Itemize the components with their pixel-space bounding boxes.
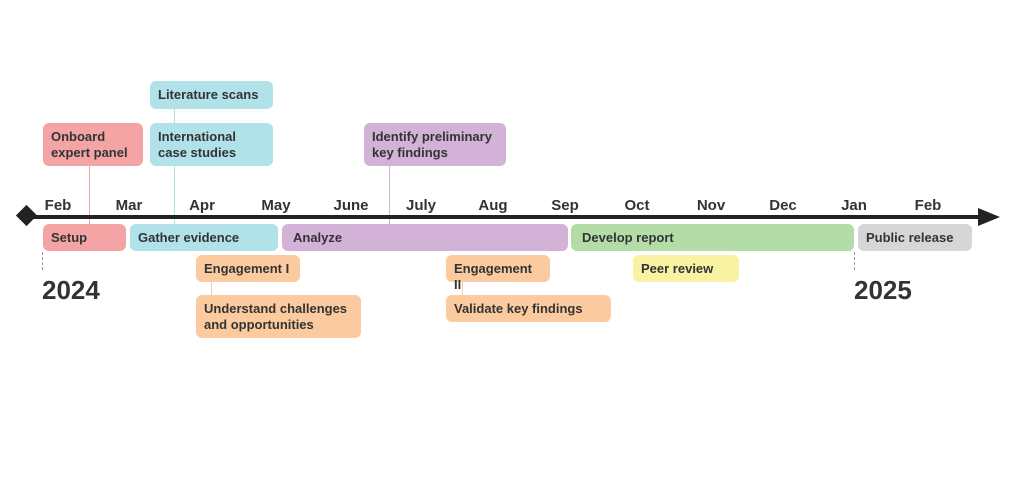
understand-challenges-box: Understand challenges and opportunities <box>196 295 361 338</box>
year-marker-2024 <box>42 252 43 270</box>
connector-identify <box>389 165 390 225</box>
phase-develop-report: Develop report <box>571 224 854 251</box>
year-label-2024: 2024 <box>42 275 100 305</box>
month-label: June <box>333 197 369 214</box>
literature-scans-box: Literature scans <box>150 81 273 109</box>
connector-engagement-2 <box>462 280 463 296</box>
phase-setup: Setup <box>43 224 126 251</box>
month-label: Mar <box>115 197 143 214</box>
month-label: Feb <box>44 197 72 214</box>
month-label: Aug <box>478 197 508 214</box>
month-label: Nov <box>696 197 726 214</box>
year-label-2025: 2025 <box>854 275 912 305</box>
month-label: July <box>405 197 437 214</box>
engagement-2-box: Engagement II <box>446 255 550 292</box>
engagement-1-box: Engagement I <box>196 255 300 282</box>
connector-onboard <box>89 165 90 225</box>
month-label: Dec <box>769 197 797 214</box>
international-case-studies-box: International case studies <box>150 123 273 166</box>
identify-preliminary-findings-box: Identify preliminary key findings <box>364 123 506 166</box>
year-marker-2025 <box>854 252 855 270</box>
connector-case-studies <box>174 108 175 225</box>
month-label: Jan <box>841 197 867 214</box>
onboard-expert-panel-box: Onboard expert panel <box>43 123 143 166</box>
timeline-arrowhead <box>978 208 1000 226</box>
validate-key-findings-box: Validate key findings <box>446 295 611 322</box>
month-label: Apr <box>189 197 215 214</box>
phase-analyze: Analyze <box>282 224 568 251</box>
month-label: Feb <box>914 197 942 214</box>
peer-review-box: Peer review <box>633 255 739 282</box>
month-label: May <box>261 197 291 214</box>
phase-public-release: Public release <box>858 224 972 251</box>
month-label: Oct <box>624 197 650 214</box>
phase-gather-evidence: Gather evidence <box>130 224 278 251</box>
timeline-start-diamond <box>15 204 38 227</box>
connector-engagement-1 <box>211 280 212 296</box>
month-label: Sep <box>551 197 579 214</box>
timeline-axis <box>28 215 983 219</box>
